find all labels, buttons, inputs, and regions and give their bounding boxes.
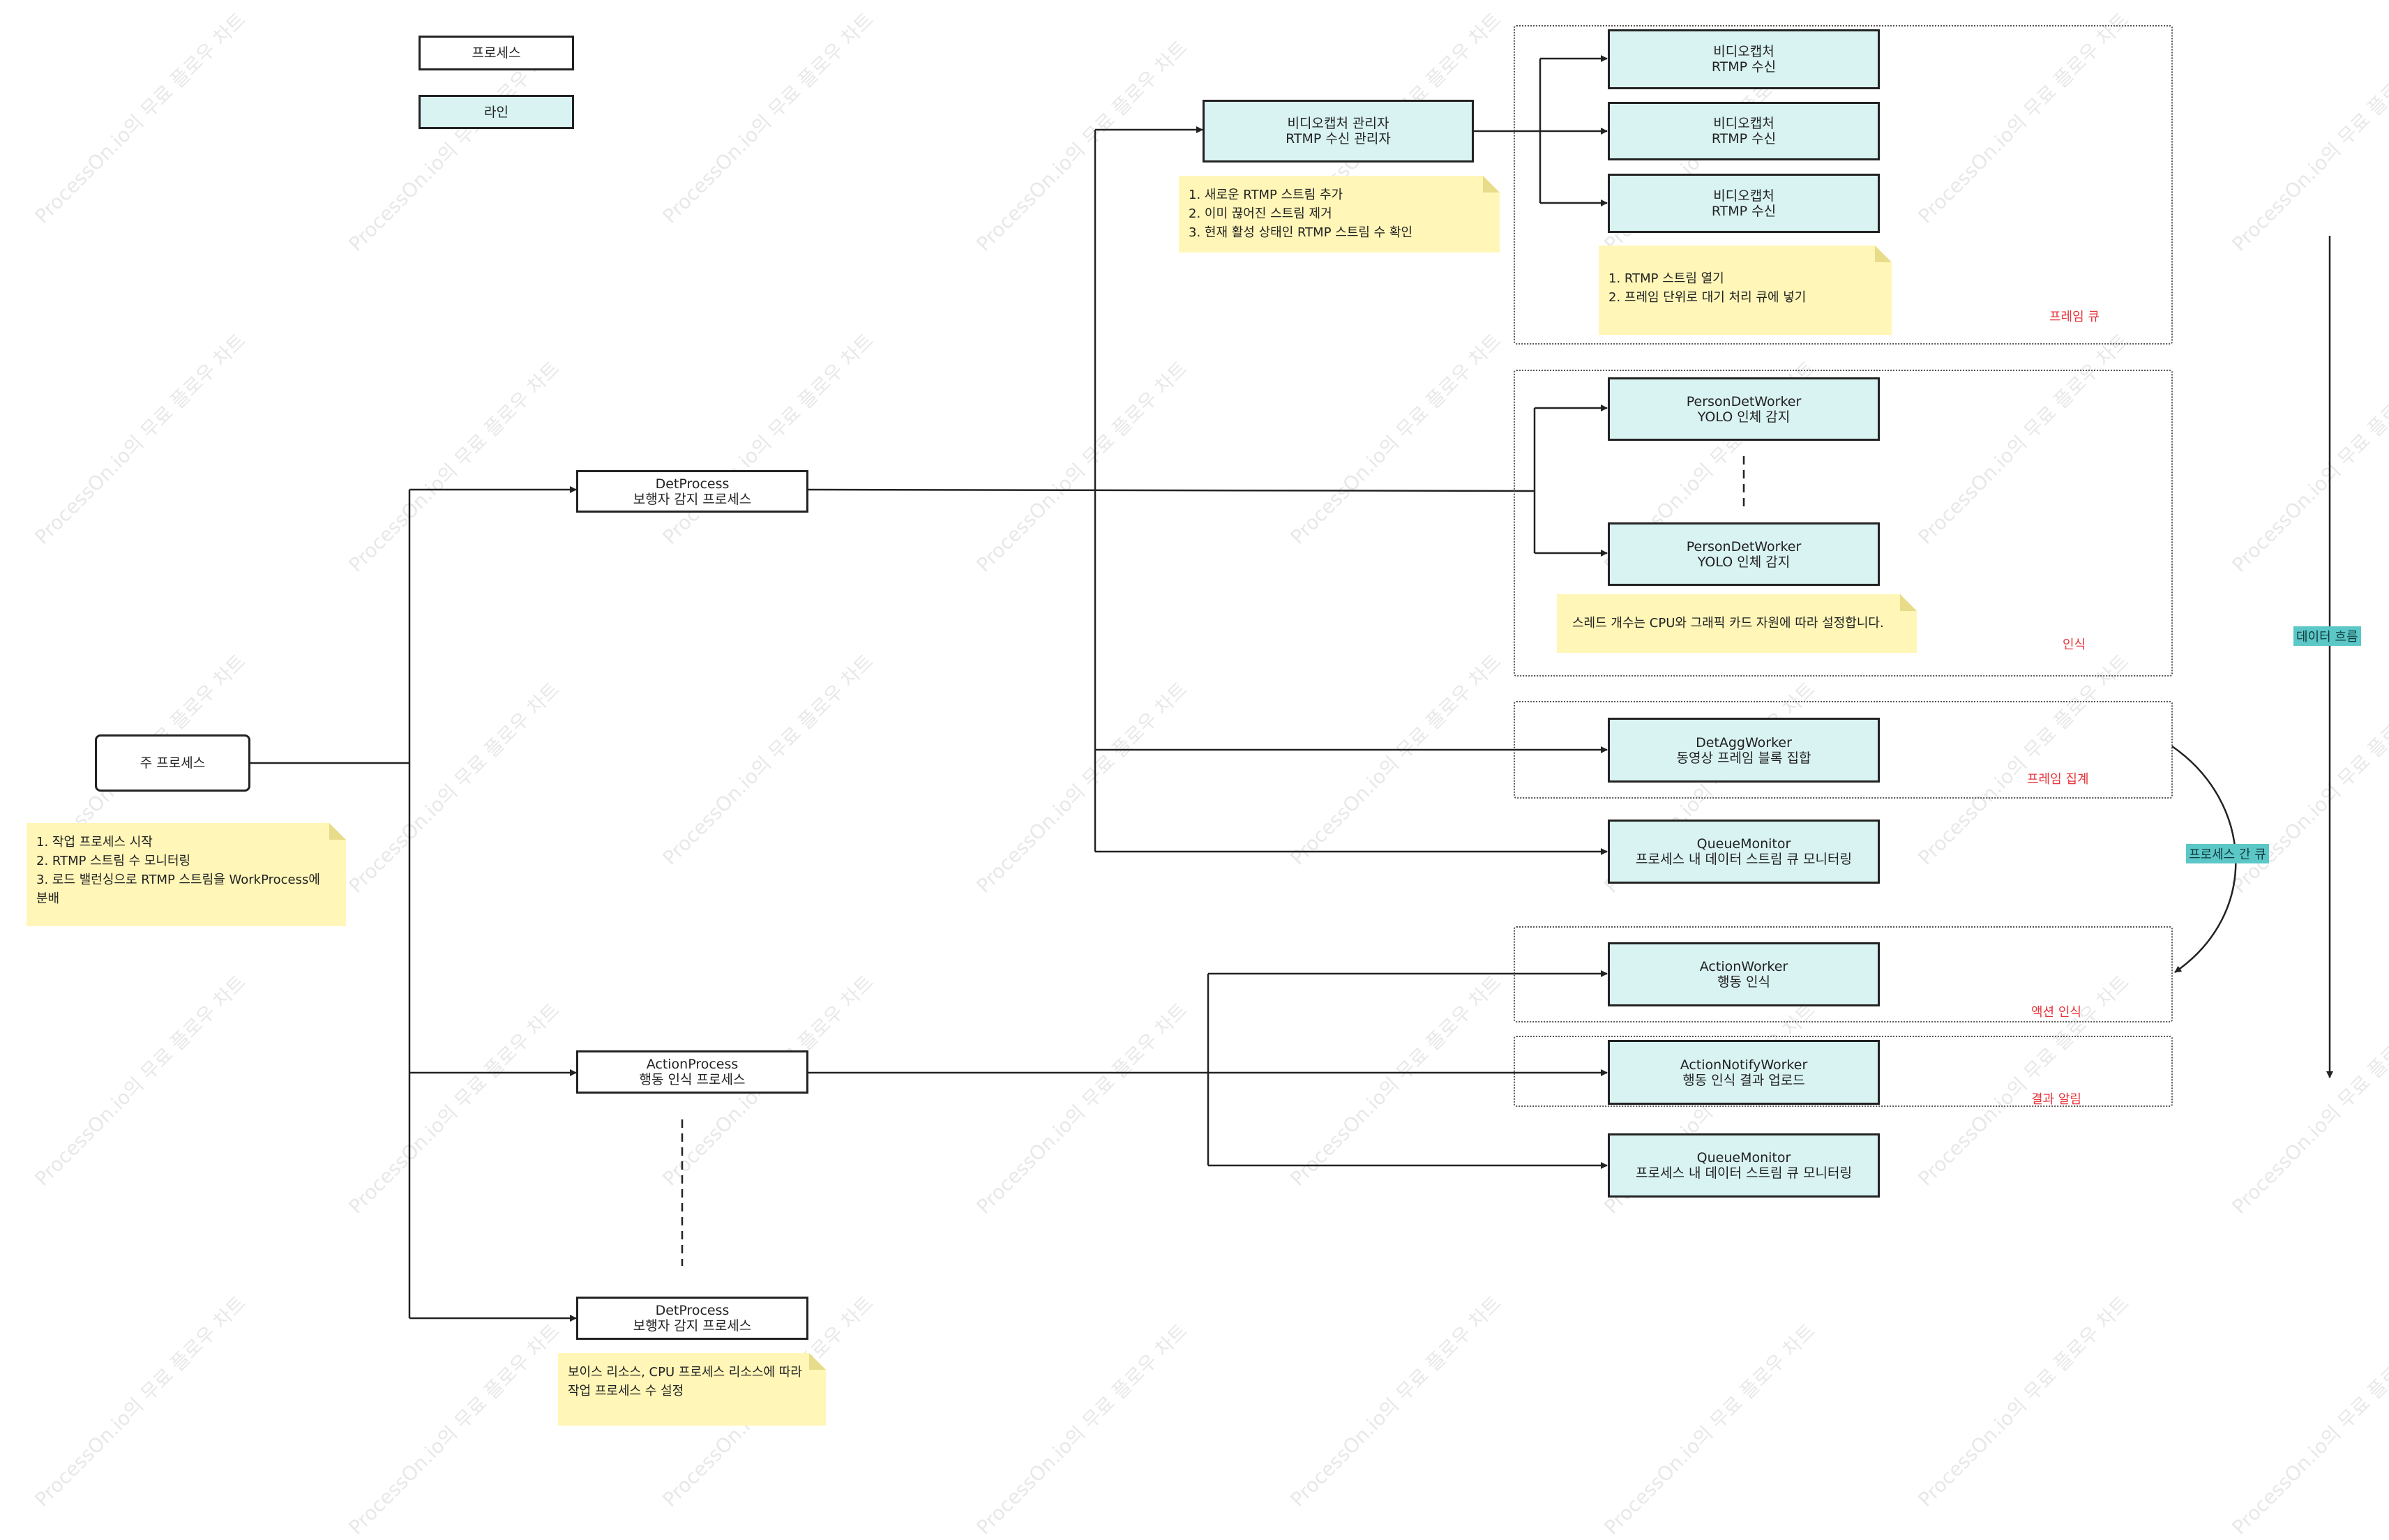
actionprocess-desc: 행동 인식 프로세스 xyxy=(639,1072,746,1087)
note-line: 분배 xyxy=(36,891,60,906)
detagg-worker-desc: 동영상 프레임 블록 집합 xyxy=(1676,750,1811,766)
group-recognition xyxy=(1514,370,2173,677)
group-action-recog xyxy=(1514,926,2173,1022)
queue-monitor-bottom-box[interactable]: QueueMonitor 프로세스 내 데이터 스트림 큐 모니터링 xyxy=(1608,1133,1880,1198)
capture-worker-3[interactable]: 비디오캡처 RTMP 수신 xyxy=(1608,174,1880,233)
note-line: 2. 프레임 단위로 대기 처리 큐에 넣기 xyxy=(1608,290,1807,305)
capture-worker-1[interactable]: 비디오캡처 RTMP 수신 xyxy=(1608,29,1880,89)
capture-worker-line2: RTMP 수신 xyxy=(1711,203,1777,219)
note-line: 1. 새로운 RTMP 스트림 추가 xyxy=(1189,188,1343,202)
group-frame-queue xyxy=(1514,25,2173,345)
legend-process[interactable]: 프로세스 xyxy=(419,36,574,70)
main-process-label: 주 프로세스 xyxy=(140,755,206,771)
detprocess-bottom-box[interactable]: DetProcess 보행자 감지 프로세스 xyxy=(576,1297,808,1340)
capture-worker-line1: 비디오캡처 xyxy=(1713,116,1774,131)
detprocess-top-name: DetProcess xyxy=(655,476,730,492)
capture-worker-line2: RTMP 수신 xyxy=(1711,131,1777,146)
note-line: 1. RTMP 스트림 열기 xyxy=(1608,271,1724,286)
detagg-worker-box[interactable]: DetAggWorker 동영상 프레임 블록 집합 xyxy=(1608,718,1880,783)
capture-manager-note: 1. 새로운 RTMP 스트림 추가 2. 이미 끊어진 스트림 제거 3. 현… xyxy=(1179,176,1500,252)
action-notify-box[interactable]: ActionNotifyWorker 행동 인식 결과 업로드 xyxy=(1608,1040,1880,1105)
person-worker-2[interactable]: PersonDetWorker YOLO 인체 감지 xyxy=(1608,522,1880,586)
person-worker-1[interactable]: PersonDetWorker YOLO 인체 감지 xyxy=(1608,377,1880,441)
connector-detprocess-out xyxy=(807,488,1535,492)
queue-monitor-name: QueueMonitor xyxy=(1696,836,1791,852)
note-line: 1. 작업 프로세스 시작 xyxy=(36,835,153,850)
capture-worker-2[interactable]: 비디오캡처 RTMP 수신 xyxy=(1608,102,1880,160)
main-process-box[interactable]: 주 프로세스 xyxy=(95,734,250,792)
note-line: 보이스 리소스, CPU 프로세스 리소스에 따라 xyxy=(568,1365,802,1380)
group-frame-agg xyxy=(1514,701,2173,799)
connector-layer xyxy=(250,55,2333,1322)
detprocess-bottom-desc: 보행자 감지 프로세스 xyxy=(633,1318,752,1334)
capture-worker-line2: RTMP 수신 xyxy=(1711,59,1777,75)
detprocess-top-box[interactable]: DetProcess 보행자 감지 프로세스 xyxy=(576,470,808,513)
capture-worker-line1: 비디오캡처 xyxy=(1713,44,1774,59)
queue-monitor-top-box[interactable]: QueueMonitor 프로세스 내 데이터 스트림 큐 모니터링 xyxy=(1608,820,1880,884)
capture-manager-line2: RTMP 수신 관리자 xyxy=(1286,131,1391,146)
person-worker-name: PersonDetWorker xyxy=(1686,538,1802,554)
note-line: 2. RTMP 스트림 수 모니터링 xyxy=(36,854,191,868)
group-label-recognition: 인식 xyxy=(2063,637,2086,652)
capture-manager-box[interactable]: 비디오캡처 관리자 RTMP 수신 관리자 xyxy=(1203,100,1474,163)
capture-worker-line1: 비디오캡처 xyxy=(1713,188,1774,204)
person-worker-name: PersonDetWorker xyxy=(1686,393,1802,409)
legend-line[interactable]: 라인 xyxy=(419,95,574,129)
note-line: 작업 프로세스 수 설정 xyxy=(568,1384,684,1398)
group-label-frame-agg: 프레임 집계 xyxy=(2027,772,2089,787)
note-line: 스레드 개수는 CPU와 그래픽 카드 자원에 따라 설정합니다. xyxy=(1572,616,1884,631)
person-worker-desc: YOLO 인체 감지 xyxy=(1697,409,1791,425)
legend-process-label: 프로세스 xyxy=(472,45,521,61)
queue-monitor-name: QueueMonitor xyxy=(1696,1150,1791,1165)
capture-manager-line1: 비디오캡처 관리자 xyxy=(1287,116,1389,131)
group-label-frame-queue: 프레임 큐 xyxy=(2049,310,2100,324)
action-notify-desc: 행동 인식 결과 업로드 xyxy=(1682,1072,1805,1088)
action-notify-name: ActionNotifyWorker xyxy=(1680,1057,1808,1073)
detprocess-bottom-name: DetProcess xyxy=(655,1303,730,1318)
action-worker-box[interactable]: ActionWorker 행동 인식 xyxy=(1608,942,1880,1006)
action-worker-desc: 행동 인식 xyxy=(1717,974,1770,990)
note-line: 3. 로드 밸런싱으로 RTMP 스트림을 WorkProcess에 xyxy=(36,873,320,887)
note-line: 3. 현재 활성 상태인 RTMP 스트림 수 확인 xyxy=(1189,225,1413,240)
person-worker-note: 스레드 개수는 CPU와 그래픽 카드 자원에 따라 설정합니다. xyxy=(1557,594,1917,653)
group-result-notify xyxy=(1514,1036,2173,1107)
group-label-result-notify: 결과 알림 xyxy=(2031,1092,2081,1107)
action-worker-name: ActionWorker xyxy=(1699,959,1788,974)
legend-line-label: 라인 xyxy=(484,104,508,120)
person-worker-desc: YOLO 인체 감지 xyxy=(1697,554,1791,570)
group-label-action-recog: 액션 인식 xyxy=(2031,1005,2081,1020)
main-process-note: 1. 작업 프로세스 시작 2. RTMP 스트림 수 모니터링 3. 로드 밸… xyxy=(27,823,346,926)
detagg-worker-name: DetAggWorker xyxy=(1696,734,1792,750)
actionprocess-name: ActionProcess xyxy=(646,1057,739,1072)
queue-monitor-desc: 프로세스 내 데이터 스트림 큐 모니터링 xyxy=(1636,852,1852,867)
capture-worker-note: 1. RTMP 스트림 열기 2. 프레임 단위로 대기 처리 큐에 넣기 xyxy=(1599,246,1892,335)
tag-inter-process-queue: 프로세스 간 큐 xyxy=(2186,844,2269,863)
queue-monitor-desc: 프로세스 내 데이터 스트림 큐 모니터링 xyxy=(1636,1165,1852,1181)
actionprocess-box[interactable]: ActionProcess 행동 인식 프로세스 xyxy=(576,1050,808,1094)
note-line: 2. 이미 끊어진 스트림 제거 xyxy=(1189,206,1332,221)
tag-data-flow: 데이터 흐름 xyxy=(2293,626,2361,646)
detprocess-top-desc: 보행자 감지 프로세스 xyxy=(633,491,752,507)
process-count-note: 보이스 리소스, CPU 프로세스 리소스에 따라 작업 프로세스 수 설정 xyxy=(558,1353,826,1426)
